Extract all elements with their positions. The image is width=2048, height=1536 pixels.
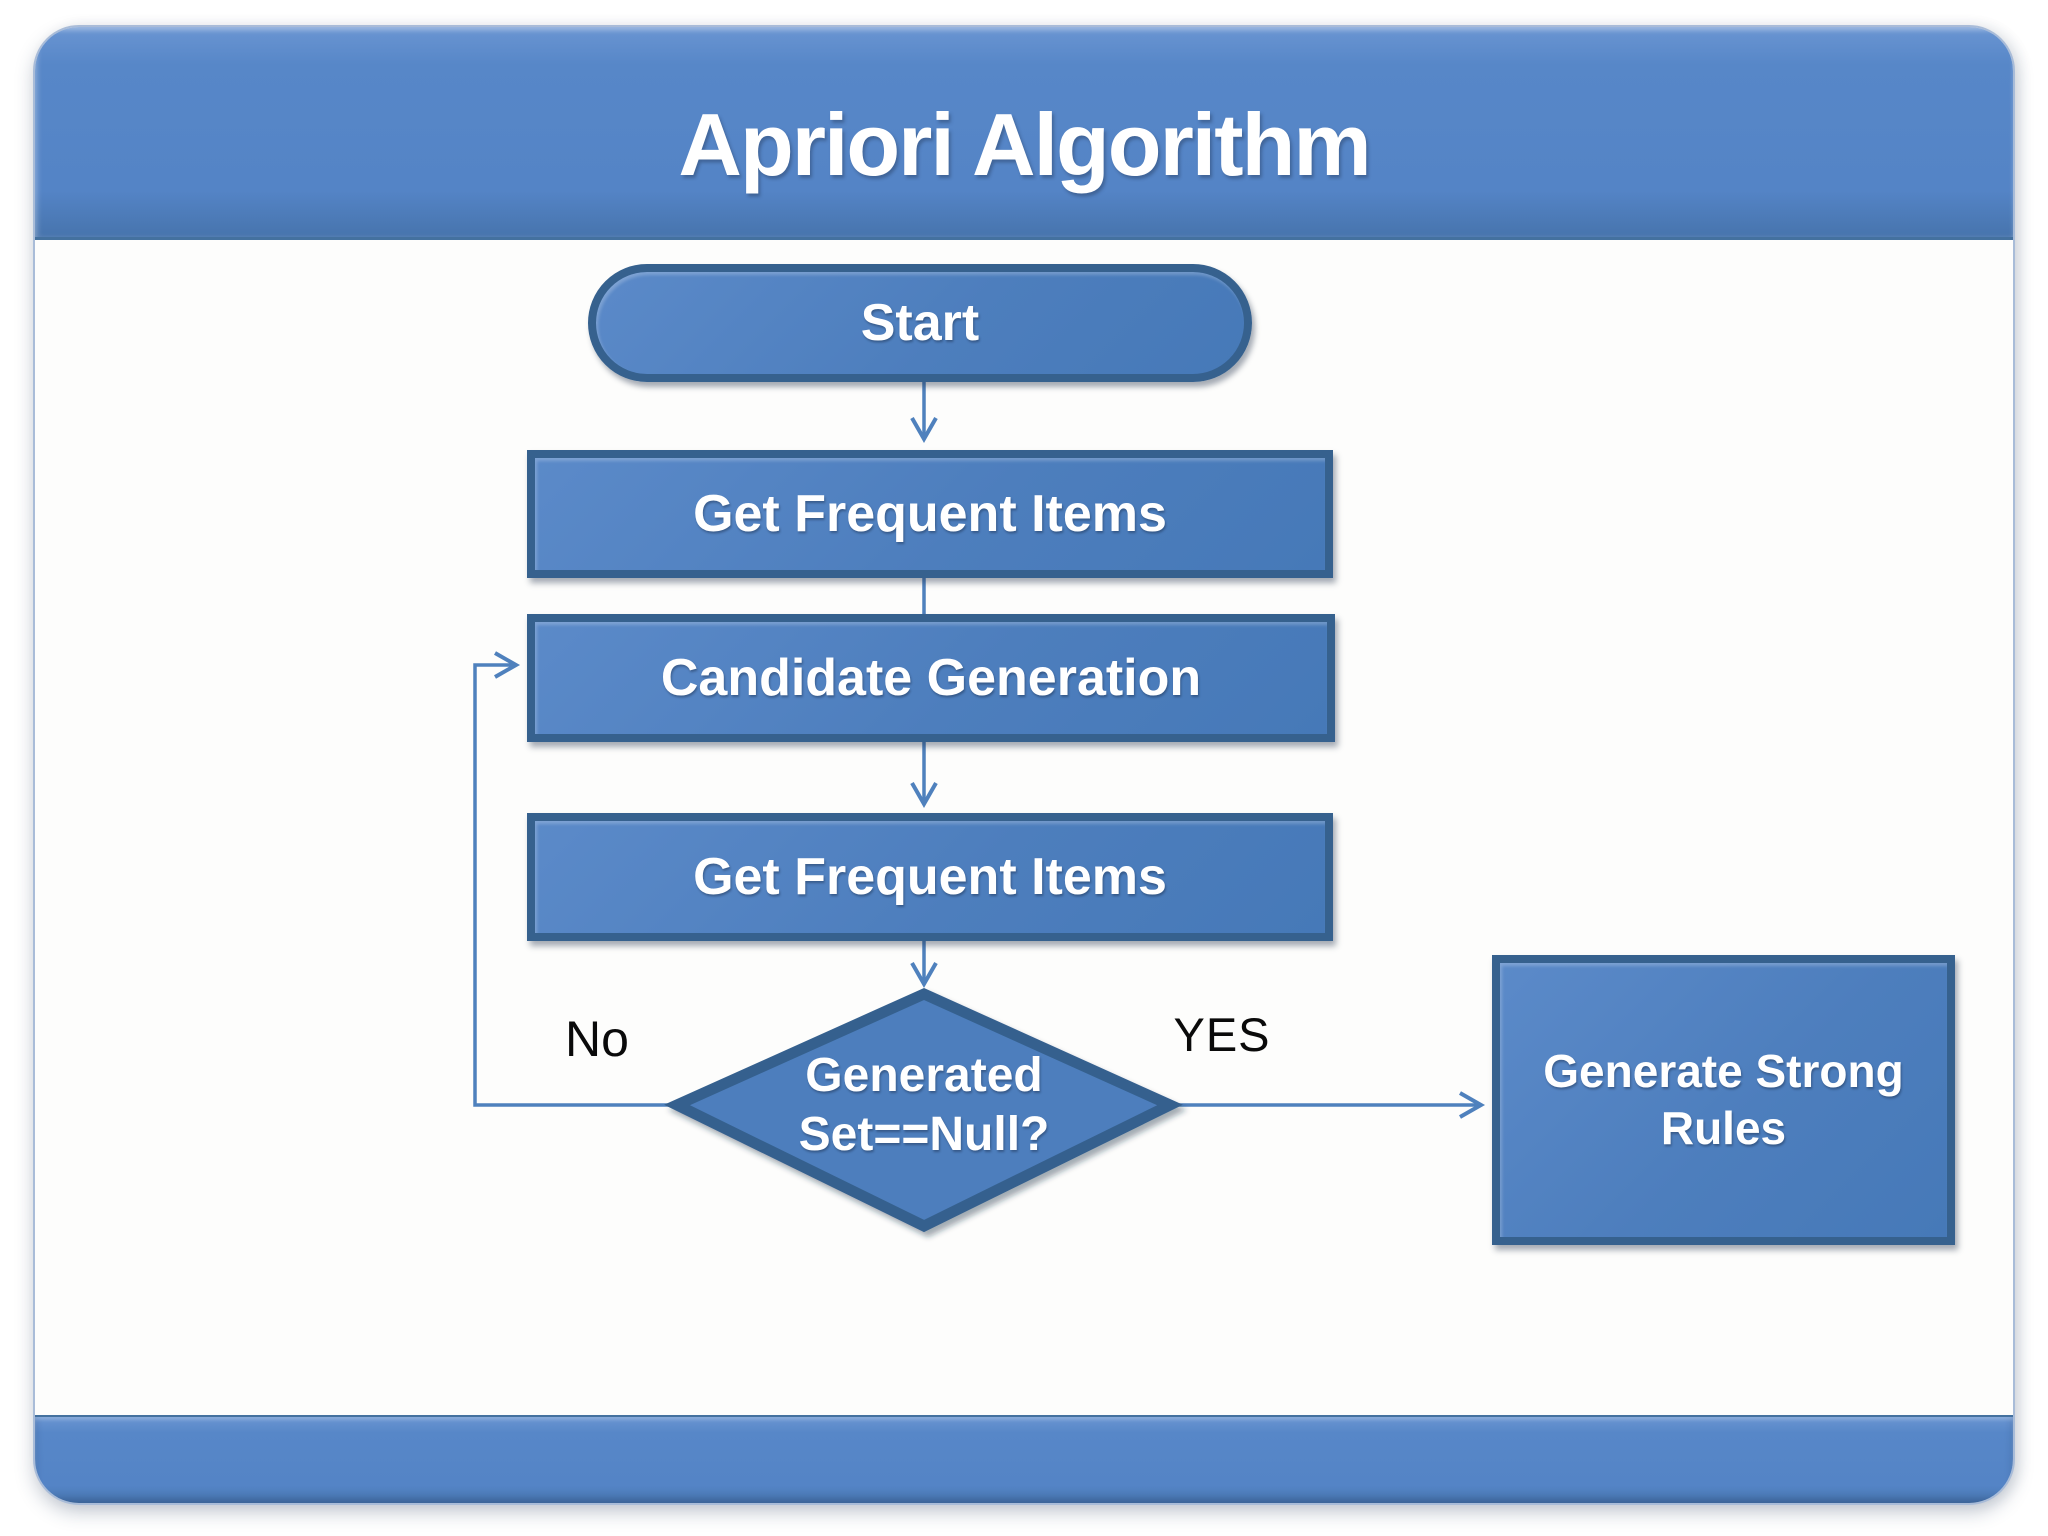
node-start-label: Start	[860, 294, 980, 352]
node-get-frequent-items-2-label: Get Frequent Items	[693, 848, 1167, 906]
node-get-frequent-items-2: Get Frequent Items	[527, 813, 1333, 941]
flowchart-connectors	[473, 382, 1486, 1233]
node-candidate-generation-label: Candidate Generation	[660, 649, 1202, 707]
footer-bar	[35, 1415, 2013, 1503]
edge-label-yes: YES	[1173, 1008, 1271, 1061]
node-get-frequent-items-1: Get Frequent Items	[527, 450, 1333, 578]
title-bar: Apriori Algorithm	[35, 27, 2013, 240]
node-generate-strong-rules-label: Generate Strong Rules	[1543, 1044, 1904, 1155]
slide: Apriori Algorithm	[33, 25, 2015, 1505]
node-generated-set-null-label: Generated Set==Null?	[798, 1049, 1050, 1161]
node-start: Start	[588, 264, 1252, 382]
node-candidate-generation: Candidate Generation	[527, 614, 1335, 742]
edge-label-no: No	[565, 1011, 629, 1067]
node-get-frequent-items-1-label: Get Frequent Items	[693, 485, 1167, 543]
node-generated-set-null	[664, 987, 1183, 1233]
flowchart-canvas: Start Get Frequent Items Candidate Gener…	[35, 27, 2013, 1503]
node-generate-strong-rules: Generate Strong Rules	[1492, 955, 1955, 1245]
slide-title: Apriori Algorithm	[678, 95, 1371, 194]
